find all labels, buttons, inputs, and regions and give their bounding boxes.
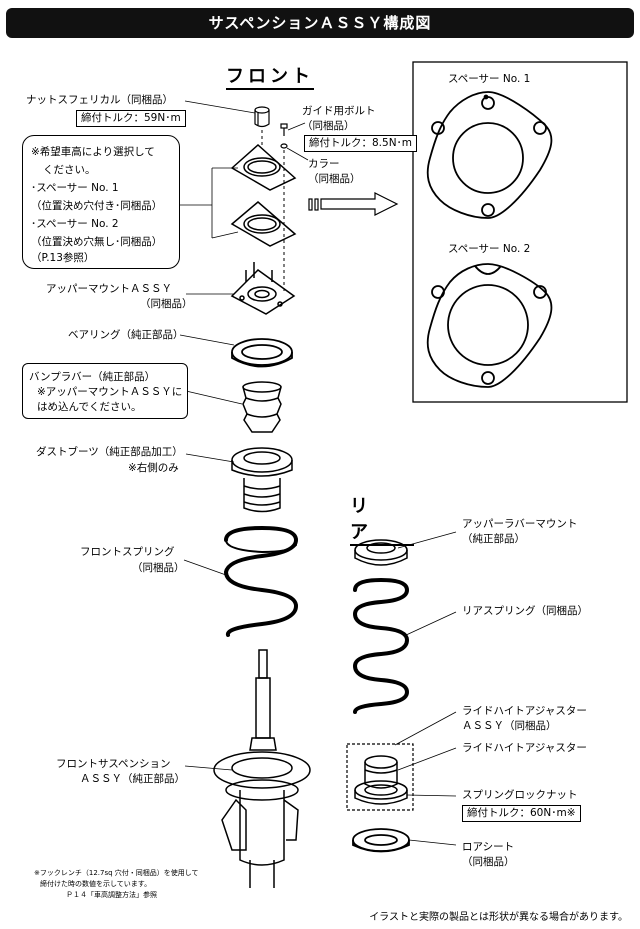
- spacer-arrow: [308, 192, 399, 216]
- guide-bolt-drawing: [280, 123, 288, 136]
- bump-rubber-note: バンプラバー（純正部品） ※アッパーマウントＡＳＳＹに はめ込んでください。: [22, 363, 188, 419]
- lower-seat-drawing: [352, 828, 410, 853]
- footnote-line-2: 締付けた時の数値を示しています。: [40, 880, 152, 888]
- guide-bolt-label-2: （同梱品）: [302, 120, 355, 132]
- spacer-no1-drawing: [426, 91, 553, 219]
- dust-boot-label: ダストブーツ（純正部品加工）: [36, 446, 183, 458]
- note-line-3: ･スペーサー No. 1: [31, 182, 119, 194]
- note-line-5: ･スペーサー No. 2: [31, 218, 119, 230]
- front-spacer1: [230, 143, 297, 191]
- front-suspension-label: フロントサスペンション: [56, 758, 171, 770]
- rear-upper-rubber-label-2: （純正部品）: [462, 533, 525, 545]
- spacer-no2-label: スペーサー No. 2: [448, 243, 531, 255]
- note-line-2: ください。: [43, 164, 96, 176]
- note-line-6: （位置決め穴無し･同梱品）: [31, 236, 163, 248]
- front-suspension-label-2: ＡＳＳＹ（純正部品）: [80, 773, 185, 785]
- rha-assy-label-2: ＡＳＳＹ（同梱品）: [462, 720, 557, 732]
- guide-bolt-label: ガイド用ボルト: [302, 105, 376, 117]
- rear-spring-drawing: [352, 577, 410, 714]
- footnote-line-1: ※フックレンチ（12.7sq 穴付・同梱品）を使用して: [34, 869, 199, 877]
- footnote-line-3: Ｐ１４「車高調整方法」参照: [66, 891, 157, 899]
- spacer-no2-drawing: [426, 263, 553, 388]
- lower-seat-label: ロアシート: [462, 841, 515, 853]
- rear-upper-rubber-label: アッパーラバーマウント: [462, 518, 578, 530]
- bump-rubber-drawing: [242, 381, 282, 433]
- rha-assy-label: ライドハイトアジャスター: [462, 705, 587, 717]
- front-spacer2: [230, 201, 297, 247]
- bearing-drawing: [231, 338, 293, 368]
- dust-boot-drawing: [231, 447, 293, 513]
- rha-assy-frame: [346, 743, 414, 811]
- upper-mount-label: アッパーマウントＡＳＳＹ: [46, 283, 172, 295]
- nut-drawing: [254, 106, 270, 128]
- front-spring-label-2: （同梱品）: [132, 562, 185, 574]
- lock-nut-label: スプリングロックナット: [462, 789, 578, 801]
- guide-bolt-torque: 締付トルク：8.5N･m: [304, 135, 418, 152]
- spacer-no1-label: スペーサー No. 1: [448, 73, 531, 85]
- lock-nut-drawing: [354, 780, 408, 805]
- rha-label: ライドハイトアジャスター: [462, 742, 587, 754]
- rha-drawing: [364, 755, 398, 789]
- leader-lines: [178, 100, 457, 846]
- collar-label-2: （同梱品）: [308, 173, 361, 185]
- bump-rubber-label: バンプラバー（純正部品）: [29, 371, 156, 383]
- rear-heading: リ ア: [350, 492, 414, 546]
- nut-torque: 締付トルク：59N･m: [76, 110, 186, 127]
- upper-mount-label-2: （同梱品）: [140, 298, 193, 310]
- lower-seat-label-2: （同梱品）: [462, 856, 515, 868]
- note-line-7: （P.13参照）: [31, 252, 95, 264]
- upper-mount-drawing: [230, 262, 296, 315]
- note-line-4: （位置決め穴付き･同梱品）: [31, 200, 163, 212]
- front-spring-drawing: [223, 525, 299, 637]
- bump-rubber-note-2: はめ込んでください。: [37, 401, 142, 413]
- dust-boot-note: ※右側のみ: [128, 462, 179, 474]
- page-title: サスペンションＡＳＳＹ構成図: [6, 8, 634, 38]
- note-line-1: ※希望車高により選択して: [31, 146, 155, 158]
- spacer-note: ※希望車高により選択して ください。 ･スペーサー No. 1 （位置決め穴付き…: [22, 135, 180, 269]
- bump-rubber-note-1: ※アッパーマウントＡＳＳＹに: [37, 386, 183, 398]
- lock-nut-torque: 締付トルク：60N･m※: [462, 805, 581, 822]
- collar-drawing: [280, 143, 288, 149]
- collar-label: カラー: [308, 158, 340, 170]
- disclaimer: イラストと実際の製品とは形状が異なる場合があります。: [369, 912, 628, 923]
- front-spring-label: フロントスプリング: [80, 546, 175, 558]
- spacer-frame: [412, 61, 628, 403]
- front-heading: フロント: [226, 62, 314, 90]
- rear-upper-rubber-drawing: [354, 539, 408, 566]
- nut-label: ナットスフェリカル（同梱品）: [26, 94, 173, 106]
- rear-spring-label: リアスプリング（同梱品）: [462, 605, 588, 617]
- bearing-label: ベアリング（純正部品）: [68, 329, 184, 341]
- front-suspension-drawing: [213, 649, 311, 888]
